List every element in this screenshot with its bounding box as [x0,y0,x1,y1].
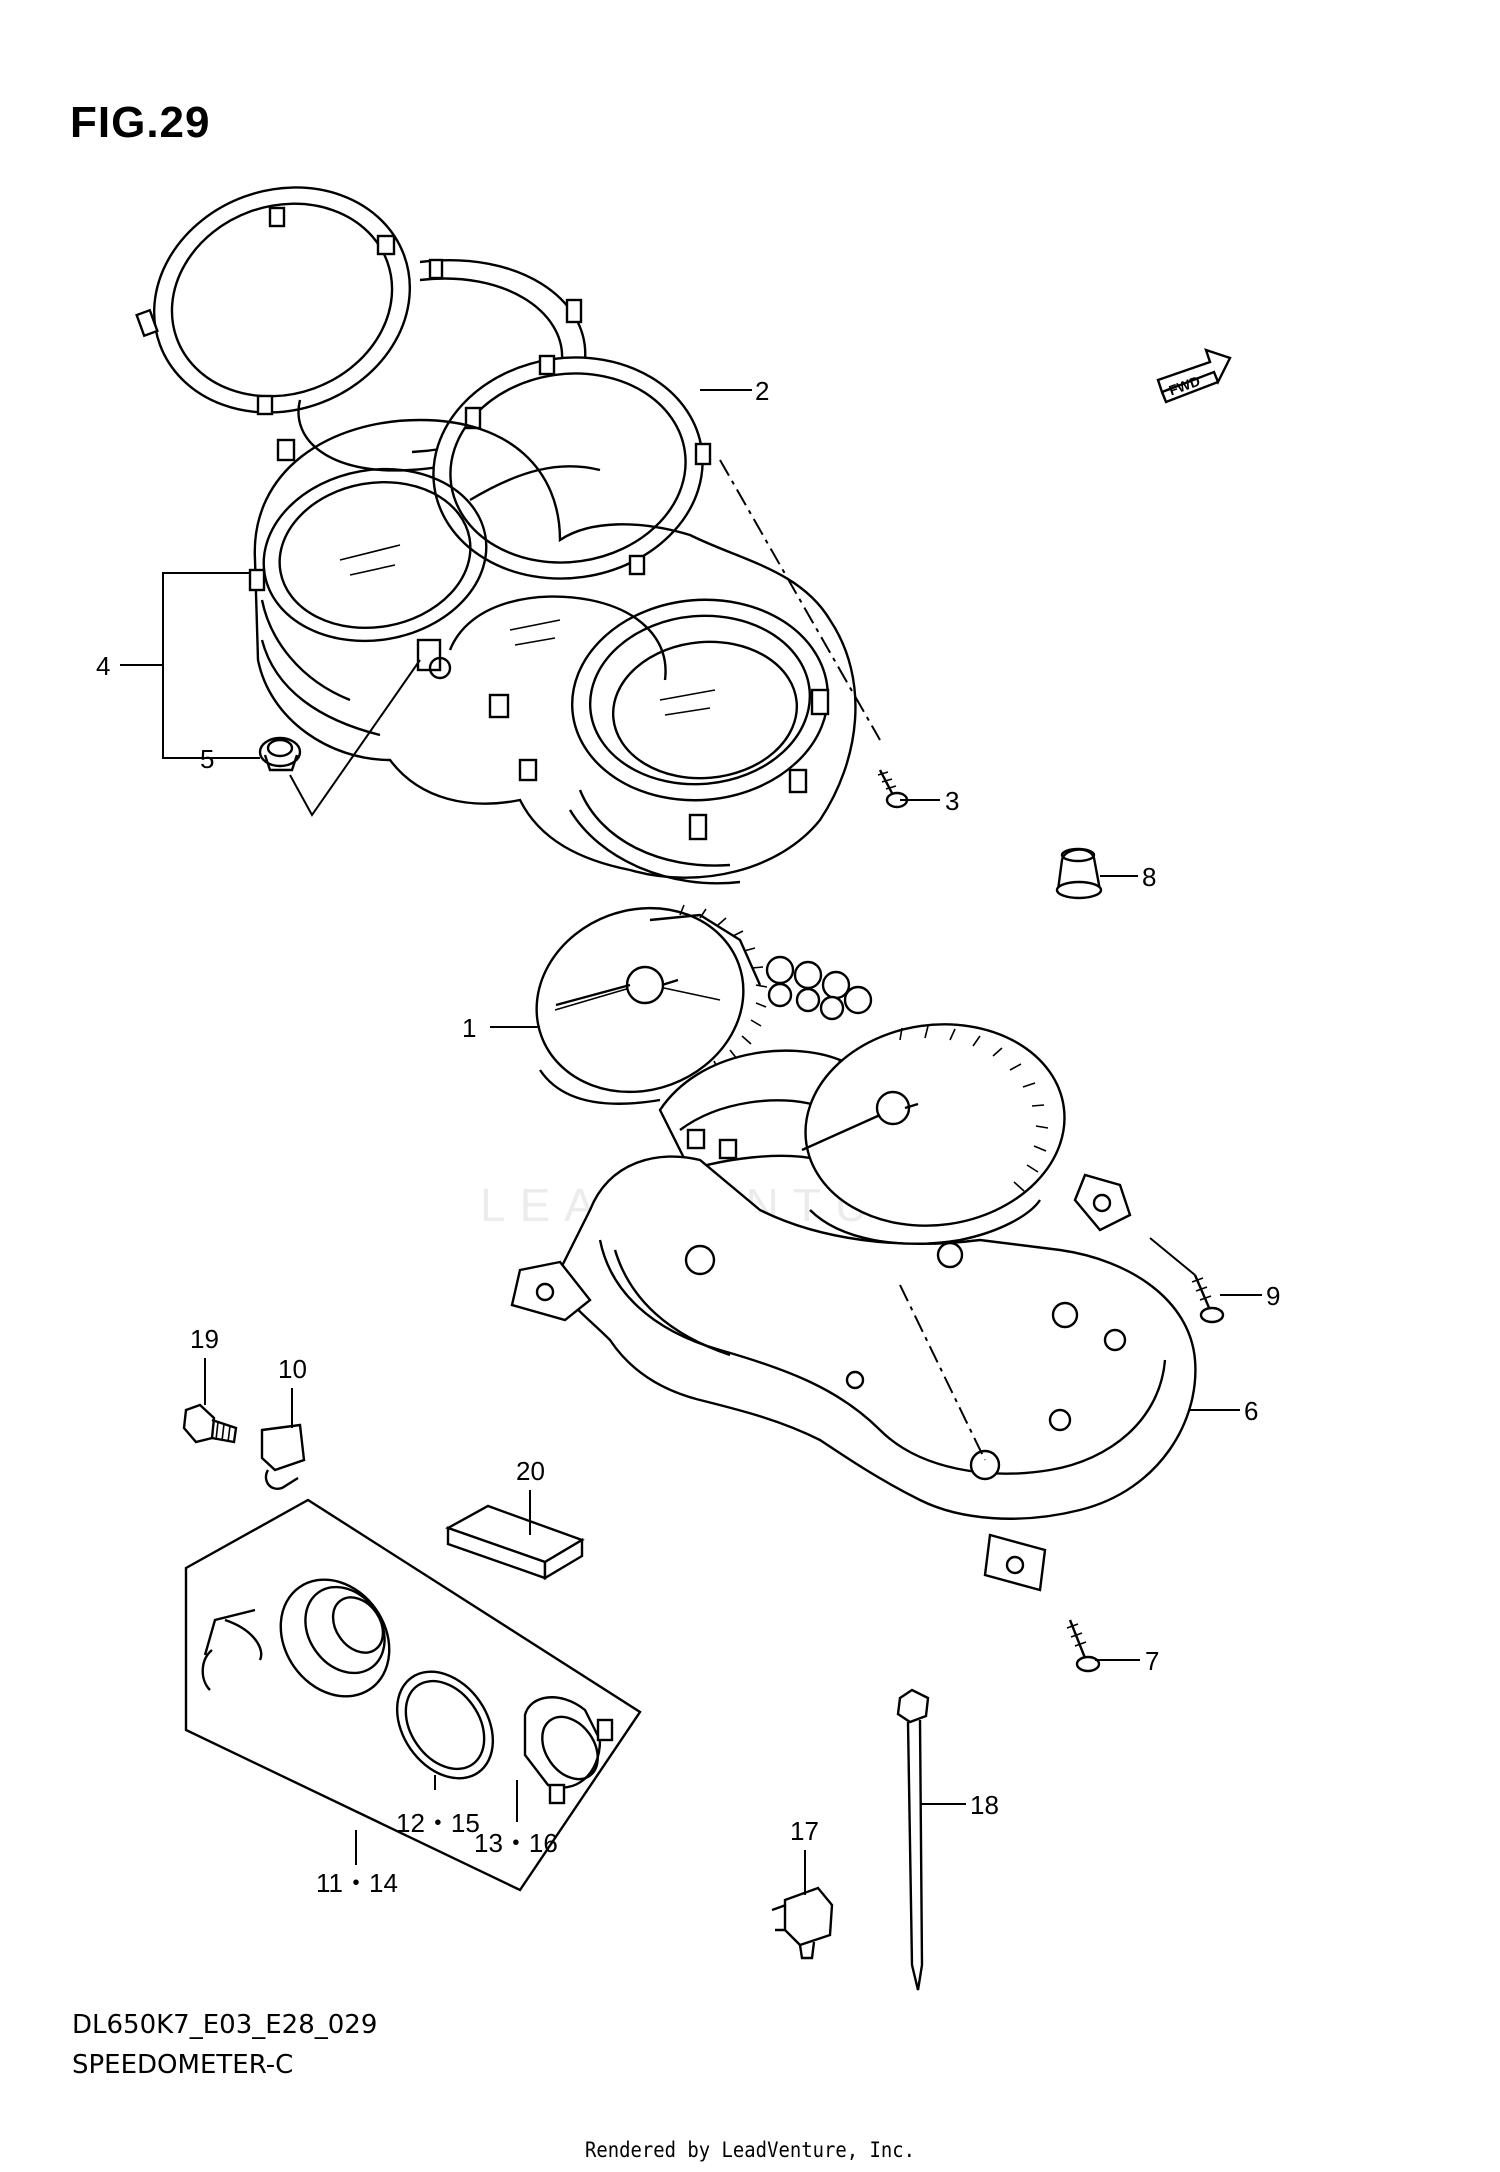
callout-7: 7 [1145,1646,1159,1676]
clamp-part17 [771,1886,834,1960]
callout-5: 5 [200,744,214,774]
cable-tie-part18 [896,1688,930,1991]
callout-10: 10 [278,1354,307,1384]
diagram-name: SPEEDOMETER-C [72,2050,294,2080]
screw-part9 [1191,1274,1225,1324]
callout-3: 3 [945,786,959,816]
callout-2: 2 [755,376,769,406]
meter-dial-assembly [535,904,1066,1245]
callout-1: 1 [462,1013,476,1043]
footer-credit: Rendered by LeadVenture, Inc. [585,2138,915,2162]
callout-6: 6 [1244,1396,1258,1426]
clip-part10 [260,1423,306,1490]
callout-18: 18 [970,1790,999,1820]
figure-title: FIG.29 [70,98,211,147]
meter-lower-case [510,1155,1197,1592]
fwd-arrow-icon [1156,348,1232,404]
screw-part7 [1066,1619,1101,1673]
callout-11-14: 11・14 [316,1868,398,1898]
callout-labels: 2 3 4 5 8 1 9 6 7 19 10 20 12・15 13・16 1… [96,373,1280,1898]
meter-case-cover [248,418,857,885]
grommet-part5 [258,736,302,772]
callout-13-16: 13・16 [474,1828,558,1858]
callout-4: 4 [96,651,110,681]
knob-part8 [1055,847,1103,900]
callout-17: 17 [790,1816,819,1846]
lens-ring-left [135,186,412,416]
model-code: DL650K7_E03_E28_029 [72,2010,378,2040]
callout-20: 20 [516,1456,545,1486]
screw-part3 [877,769,909,809]
callout-12-15: 12・15 [396,1808,480,1838]
callout-9: 9 [1266,1281,1280,1311]
lens-ring-right-part2 [432,354,712,580]
socket-assembly-box [184,1498,642,1892]
leader-lines [120,389,1262,1895]
bolt-part19 [182,1403,238,1444]
callout-8: 8 [1142,862,1156,892]
tape-part20 [445,1504,585,1581]
callout-19: 19 [190,1324,219,1354]
